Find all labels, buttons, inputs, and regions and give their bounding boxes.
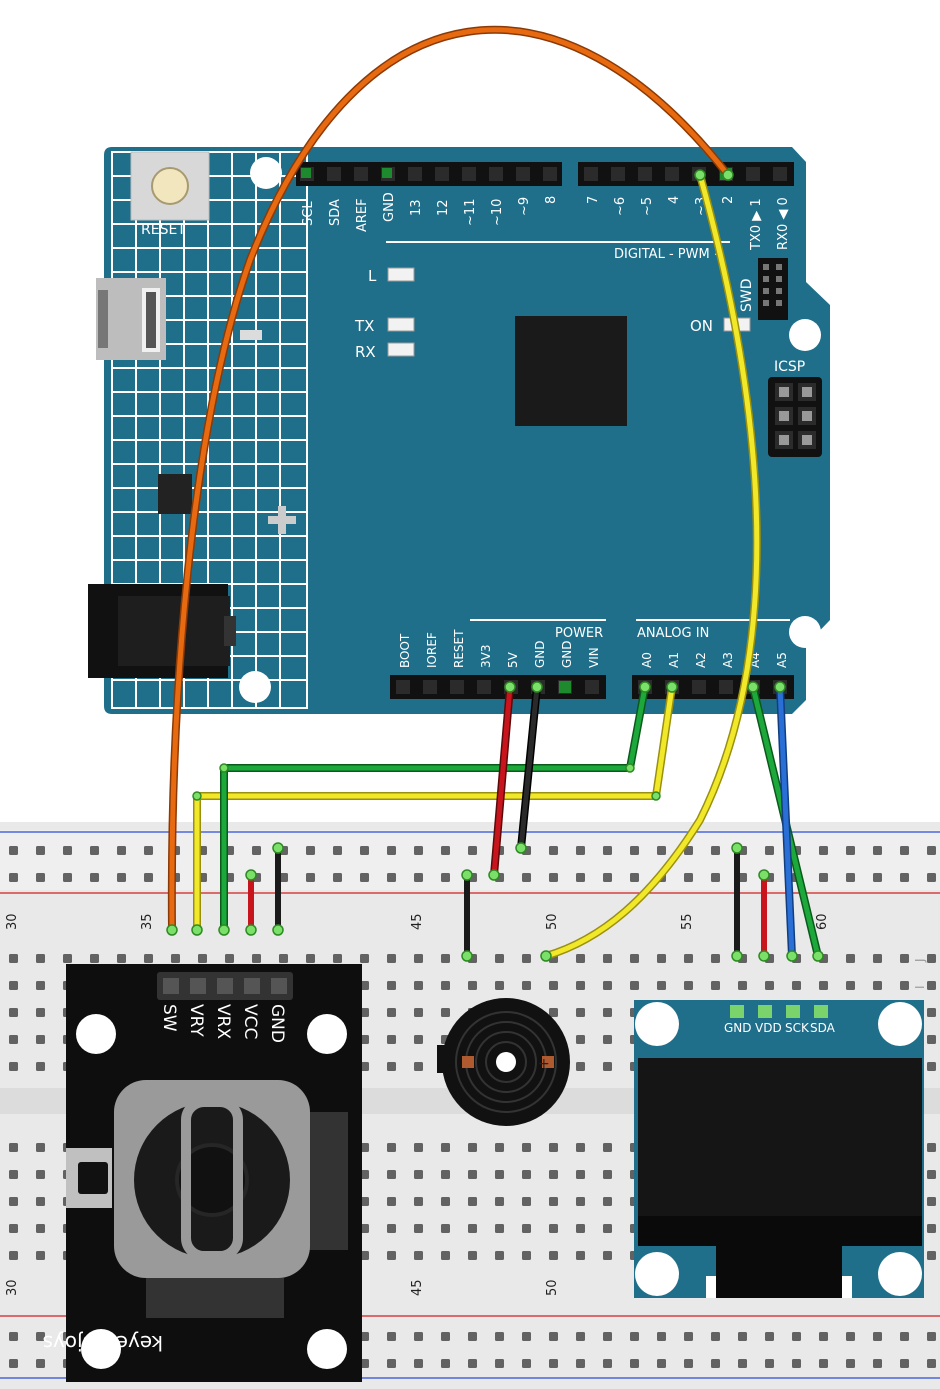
led-rx bbox=[387, 342, 415, 357]
mount-hole bbox=[250, 157, 282, 189]
pin-label: 12 bbox=[436, 199, 451, 216]
col-number: 60 bbox=[815, 913, 830, 930]
buzzer: + bbox=[437, 998, 570, 1126]
led-l-label: L bbox=[368, 267, 377, 285]
pin-label: 13 bbox=[409, 199, 424, 216]
mount-hole bbox=[635, 1252, 679, 1296]
digital-label: DIGITAL - PWM ~ bbox=[614, 247, 725, 262]
col-number: 50 bbox=[545, 913, 560, 930]
mount-hole bbox=[239, 671, 271, 703]
led-l bbox=[387, 267, 415, 282]
pin-label: ~9 bbox=[517, 197, 532, 216]
col-number: 45 bbox=[410, 913, 425, 930]
top-header-right bbox=[578, 162, 794, 186]
joystick-brand: keyes_Sjoys bbox=[43, 1331, 163, 1355]
pin-label: 8 bbox=[544, 196, 559, 204]
pin-label: RX0 ◀ 0 bbox=[776, 197, 791, 250]
pin-label: BOOT bbox=[398, 633, 412, 668]
pin-label: A5 bbox=[775, 652, 789, 668]
oled-screen bbox=[638, 1058, 922, 1216]
analog-header bbox=[632, 675, 794, 699]
mount-hole bbox=[789, 319, 821, 351]
pin-label: RESET bbox=[452, 629, 466, 668]
pin-label: IOREF bbox=[425, 632, 439, 668]
top-header-left bbox=[296, 162, 562, 186]
col-number: 45 bbox=[410, 1279, 425, 1296]
pin-label: VIN bbox=[587, 647, 601, 668]
plus-icon: + bbox=[538, 1056, 550, 1072]
small-chip bbox=[158, 474, 192, 514]
led-tx bbox=[387, 317, 415, 332]
joystick-pin-label: GND bbox=[267, 1004, 287, 1043]
oled-pin-label: VDD bbox=[755, 1021, 782, 1035]
pin-label: ~11 bbox=[463, 199, 478, 226]
swd-header bbox=[758, 258, 788, 320]
led-on-label: ON bbox=[690, 317, 713, 335]
wires bbox=[167, 26, 822, 960]
oled-pin-label: GND bbox=[724, 1021, 752, 1035]
dc-jack bbox=[88, 584, 236, 678]
mount-hole bbox=[307, 1014, 347, 1054]
pin-label: 5V bbox=[506, 651, 520, 668]
oled-pin-label: SCK bbox=[785, 1021, 810, 1035]
col-number: 30 bbox=[5, 913, 20, 930]
col-number: 30 bbox=[5, 1279, 20, 1296]
swd-label: SWD bbox=[739, 278, 755, 312]
reset-button[interactable] bbox=[130, 151, 210, 221]
pin-label: GND bbox=[533, 640, 547, 668]
mount-hole bbox=[789, 616, 821, 648]
pin-label: 4 bbox=[667, 196, 682, 204]
icsp-label: ICSP bbox=[774, 359, 805, 375]
joystick-module: SW VRY VRX VCC GND keyes_Sjoys bbox=[43, 964, 362, 1382]
col-number: 50 bbox=[545, 1279, 560, 1296]
pin-label: 7 bbox=[586, 196, 601, 204]
mount-hole bbox=[878, 1002, 922, 1046]
pin-label: SCL bbox=[301, 201, 316, 226]
analog-label: ANALOG IN bbox=[637, 626, 709, 641]
usb-c-connector bbox=[96, 278, 166, 360]
pin-label: SDA bbox=[328, 199, 343, 226]
pin-label: AREF bbox=[355, 198, 370, 232]
row-letter: J bbox=[913, 958, 927, 963]
pin-label: GND bbox=[560, 640, 574, 668]
plus-marker bbox=[268, 506, 296, 534]
pin-label: A1 bbox=[667, 652, 681, 668]
oled-pin-label: SDA bbox=[810, 1021, 836, 1035]
main-chip bbox=[515, 316, 627, 426]
mount-hole bbox=[76, 1014, 116, 1054]
pin-label: A3 bbox=[721, 652, 735, 668]
pin-label: GND bbox=[382, 192, 397, 222]
pin-label: A2 bbox=[694, 652, 708, 668]
oled-module: GND VDD SCK SDA bbox=[634, 1000, 924, 1298]
mount-hole bbox=[878, 1252, 922, 1296]
col-number: 35 bbox=[140, 913, 155, 930]
pin-label: 3V3 bbox=[479, 645, 493, 668]
mount-hole bbox=[307, 1329, 347, 1369]
power-header bbox=[390, 675, 606, 699]
wire-endpoints bbox=[166, 169, 824, 962]
joystick-pin-label: VCC bbox=[240, 1004, 260, 1039]
mount-hole bbox=[635, 1002, 679, 1046]
joystick-pin-label: SW bbox=[159, 1004, 179, 1032]
pin-label: ~5 bbox=[640, 197, 655, 216]
led-tx-label: TX bbox=[354, 317, 374, 335]
pin-label: 2 bbox=[721, 196, 736, 204]
pin-label: ~10 bbox=[490, 199, 505, 226]
arduino-board: RESET bbox=[88, 147, 830, 714]
reset-label: RESET bbox=[141, 222, 186, 238]
pin-label: A0 bbox=[640, 652, 654, 668]
col-number: 55 bbox=[680, 913, 695, 930]
joystick-pin-label: VRY bbox=[186, 1004, 206, 1037]
mount-hole bbox=[81, 1329, 121, 1369]
power-label: POWER bbox=[555, 626, 603, 641]
led-rx-label: RX bbox=[355, 343, 376, 361]
joystick-pin-label: VRX bbox=[213, 1004, 233, 1039]
icsp-header bbox=[768, 377, 822, 457]
pin-label: ~6 bbox=[613, 197, 628, 216]
row-letter: I bbox=[913, 985, 927, 989]
pin-label: TX0 ▶ 1 bbox=[749, 198, 764, 251]
